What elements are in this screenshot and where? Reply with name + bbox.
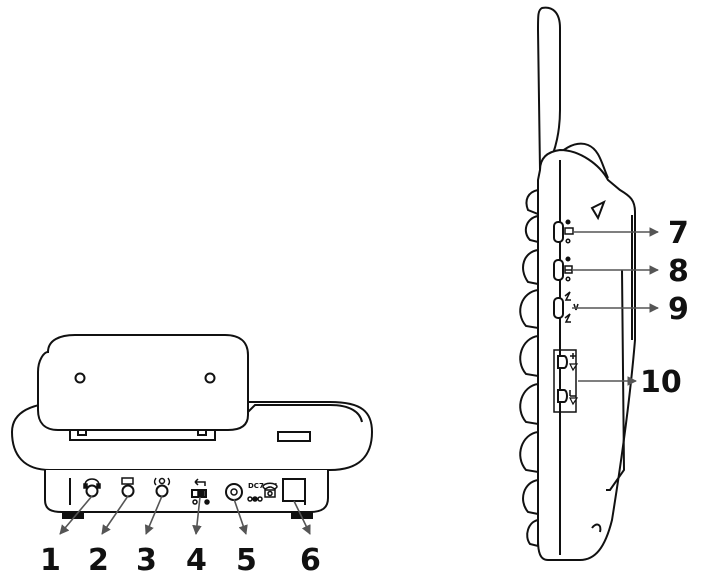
callout-7: 7: [668, 216, 689, 251]
port-2-aux: [121, 477, 135, 498]
rear-callouts: 1 2 3 4 5 6: [40, 543, 321, 578]
callout-9: 9: [668, 292, 689, 327]
foot-left: [62, 511, 84, 519]
base-top-right: [239, 404, 363, 423]
callout-2: 2: [88, 543, 109, 578]
switch-arrow-icon: [194, 478, 206, 486]
phone-icon: [262, 482, 278, 490]
switch-7: [553, 219, 574, 244]
callout-10: 10: [640, 365, 682, 400]
callout-6: 6: [300, 543, 321, 578]
rear-leaders: [59, 495, 311, 535]
top-notch: [590, 199, 606, 221]
handset-side: [536, 6, 561, 172]
port-4-switch: [191, 478, 210, 505]
callout-5: 5: [236, 543, 257, 578]
side-leaders: [572, 227, 659, 386]
switch-9: [553, 291, 579, 323]
aux-icon: [121, 477, 134, 485]
callout-8: 8: [668, 254, 689, 289]
port-1-headset: [83, 478, 101, 498]
callout-3: 3: [136, 543, 157, 578]
phone-body-side: [537, 148, 636, 561]
connector-panel: [44, 470, 329, 513]
callout-4: 4: [186, 543, 207, 578]
side-view: [519, 6, 636, 561]
flash-icon: [158, 477, 166, 485]
base-rear-view: [10, 334, 374, 519]
callout-1: 1: [40, 543, 61, 578]
volume-buttons-10: [553, 349, 579, 413]
side-keys: [519, 188, 539, 548]
switch-8: [553, 256, 573, 282]
side-switches: [553, 219, 579, 413]
side-callouts: 7 8 9 10: [640, 216, 689, 400]
handset-back: [37, 334, 249, 431]
headset-icon: [84, 478, 100, 486]
